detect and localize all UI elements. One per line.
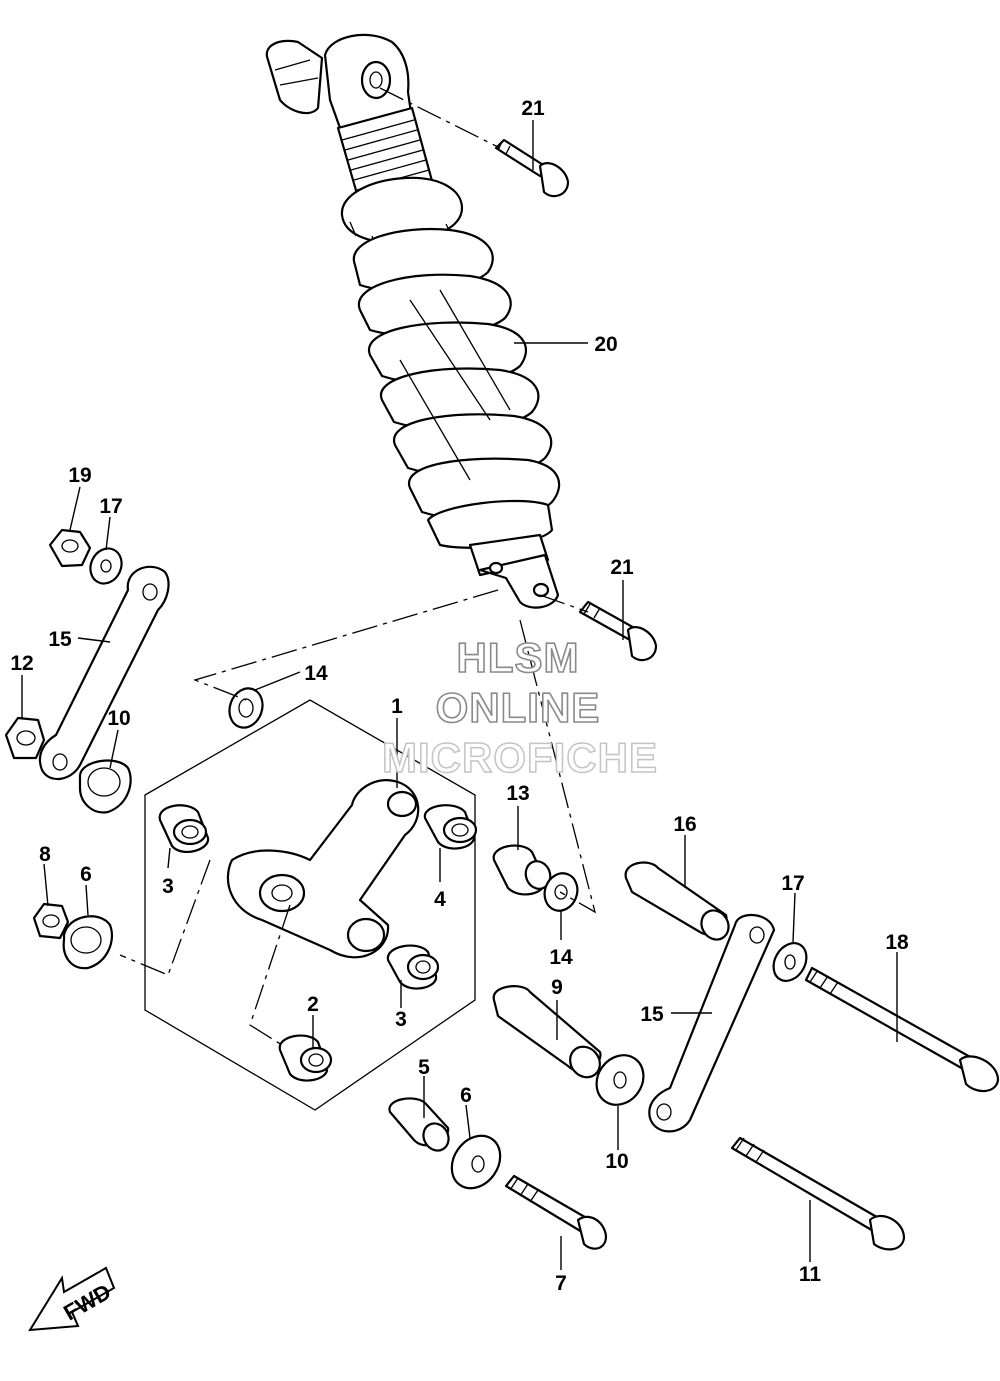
- callout-6-left: 6: [80, 863, 92, 886]
- callout-2: 2: [307, 993, 319, 1016]
- collar-6-left: [62, 915, 114, 970]
- link-rod-15-right: [648, 913, 776, 1133]
- callout-21-upper: 21: [521, 97, 545, 120]
- callout-8: 8: [39, 843, 51, 866]
- callout-15-left: 15: [48, 628, 72, 651]
- callout-7: 7: [555, 1272, 567, 1295]
- collar-10-center: [595, 1054, 645, 1106]
- callout-10-center: 10: [605, 1150, 628, 1173]
- callout-9: 9: [551, 976, 563, 999]
- bolt-11: [730, 1136, 906, 1251]
- callout-15-right: 15: [640, 1003, 664, 1026]
- callout-12: 12: [10, 652, 33, 675]
- callout-13: 13: [506, 782, 529, 805]
- bushing-4: [423, 804, 478, 850]
- pipe-16: [624, 861, 730, 941]
- callout-labels: 21 20 21 19 17 15 12 10 14 1 13 16 17 3 …: [10, 97, 909, 1295]
- link-rod-15-left: [38, 565, 170, 781]
- washer-17-right: [772, 942, 808, 982]
- callout-10-left: 10: [107, 707, 130, 730]
- callout-1: 1: [391, 695, 403, 718]
- callout-3-right: 3: [395, 1008, 407, 1031]
- nut-8: [32, 902, 70, 940]
- sleeve-5: [388, 1097, 450, 1152]
- callout-5: 5: [418, 1056, 430, 1079]
- callout-19: 19: [68, 464, 91, 487]
- collar-14-upper: [228, 687, 264, 729]
- callout-17-left: 17: [99, 495, 122, 518]
- callout-4: 4: [434, 888, 446, 911]
- watermark-line-3: MICROFICHE: [382, 734, 658, 781]
- callout-14-upper: 14: [304, 662, 328, 685]
- callout-14-lower: 14: [549, 946, 573, 969]
- callout-18: 18: [885, 931, 909, 954]
- fwd-arrow-icon: FWD: [28, 1266, 116, 1332]
- callout-21-lower: 21: [610, 556, 634, 579]
- bushing-3-left: [158, 804, 210, 854]
- collar-6-center: [450, 1134, 502, 1190]
- callout-3-left: 3: [162, 875, 174, 898]
- pipe-9: [492, 985, 602, 1079]
- callout-6-center: 6: [460, 1084, 472, 1107]
- bolt-21-lower: [578, 600, 658, 662]
- watermark: HLSM ONLINE MICROFICHE: [381, 633, 658, 782]
- bolt-21-upper: [494, 138, 570, 198]
- rear-shock-absorber: [265, 33, 561, 609]
- washer-17-left: [89, 547, 123, 585]
- bolt-7: [504, 1174, 608, 1250]
- assembly-lines: [119, 87, 597, 1046]
- sleeve-13: [492, 844, 552, 896]
- watermark-line-2: ONLINE: [436, 684, 601, 731]
- bushing-3-right: [386, 944, 440, 990]
- bushing-2: [278, 1034, 333, 1082]
- callout-11: 11: [799, 1263, 822, 1286]
- cushion-lever: [226, 779, 420, 959]
- callout-17-right: 17: [781, 872, 804, 895]
- nut-12: [4, 716, 46, 760]
- callout-16: 16: [673, 813, 696, 836]
- callout-20: 20: [594, 333, 617, 356]
- nut-19: [48, 528, 92, 568]
- leader-lines: [21, 120, 898, 1270]
- bolt-18: [804, 966, 1000, 1093]
- collar-10-left: [78, 759, 132, 814]
- watermark-line-1: HLSM: [457, 634, 580, 681]
- cushion-lever-assembly-box: [144, 699, 476, 1111]
